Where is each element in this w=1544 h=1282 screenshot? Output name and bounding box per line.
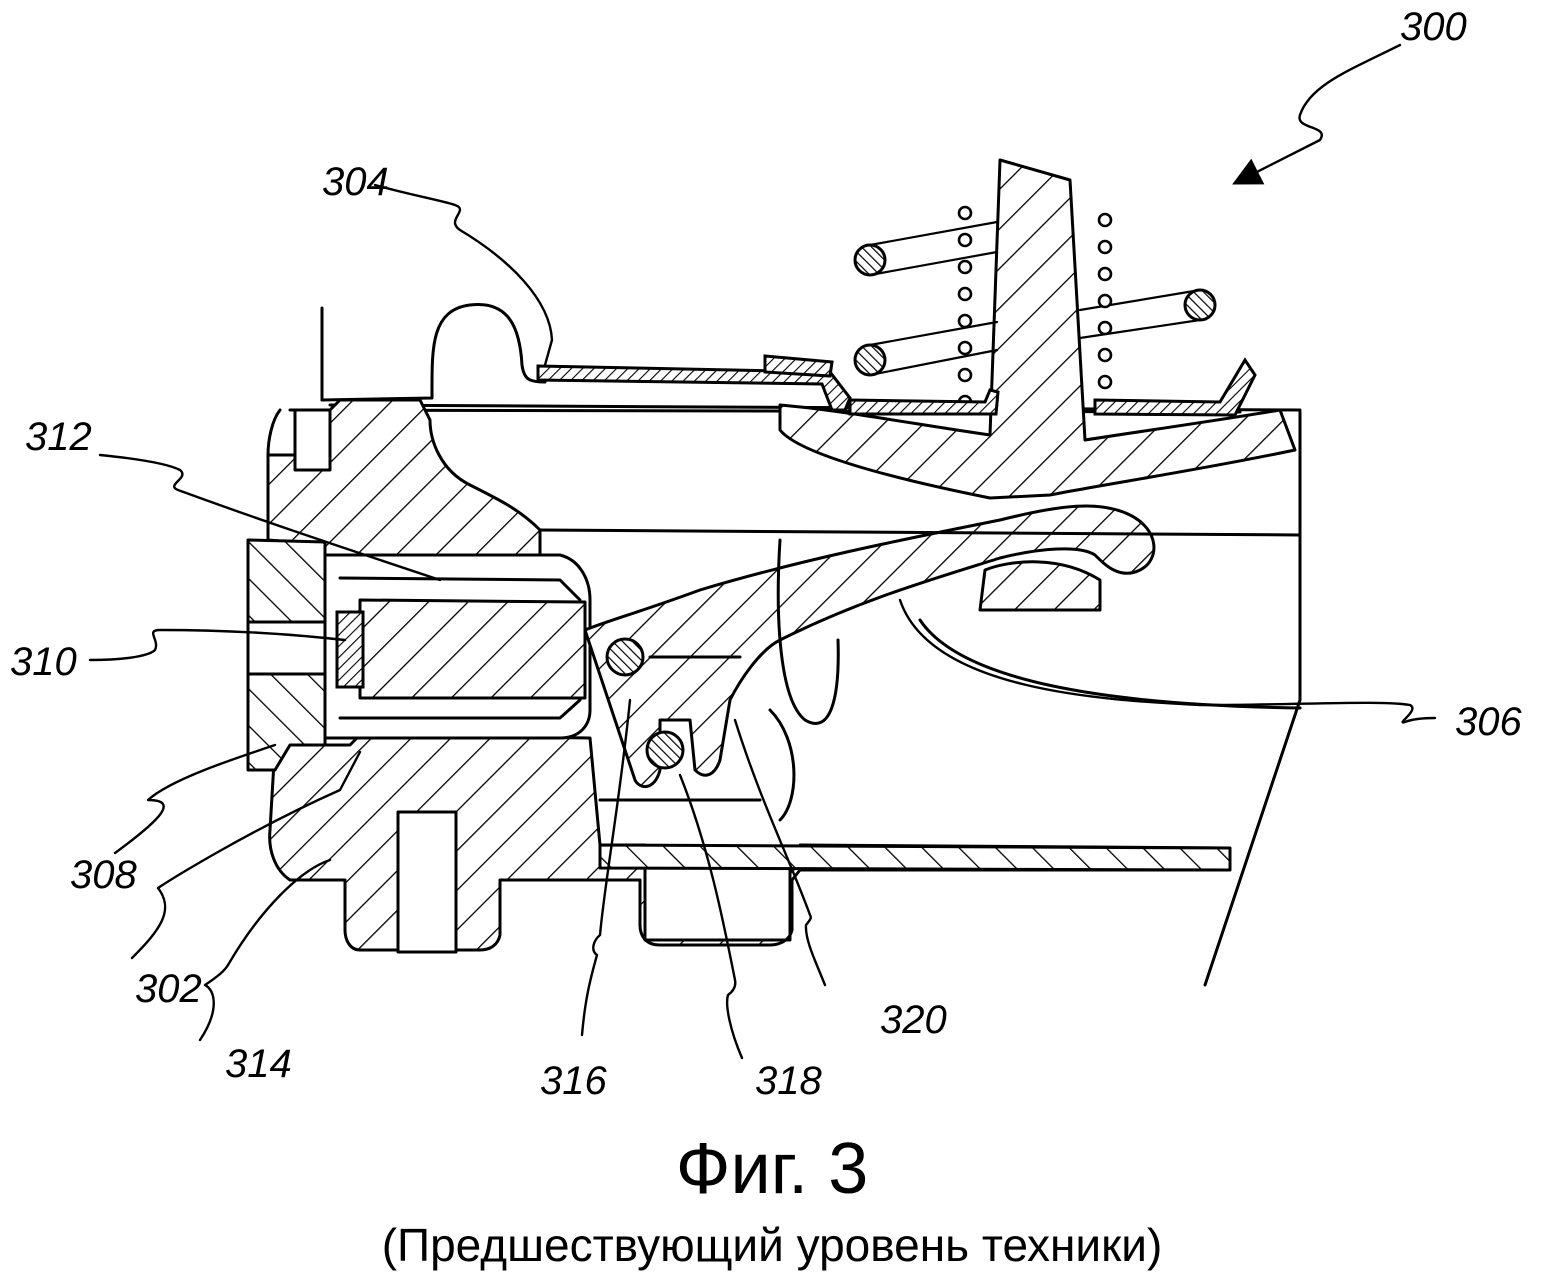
ref-300: 300 [1400, 5, 1467, 49]
ref-318: 318 [755, 1059, 822, 1103]
right-plate [1095, 360, 1255, 415]
lower-slot [398, 812, 456, 952]
upper-arm [780, 160, 1295, 498]
lower-rail [600, 845, 1230, 870]
ref-320: 320 [880, 998, 947, 1042]
ref-302: 302 [135, 967, 202, 1011]
piston [360, 600, 585, 698]
seal [337, 612, 363, 687]
housing-left-notch [295, 410, 330, 470]
cam-block [980, 562, 1100, 610]
figure-subtitle: (Предшествующий уровень техники) [0, 1218, 1544, 1272]
plug-bore [248, 622, 333, 674]
ref-306: 306 [1455, 700, 1522, 744]
ref-308: 308 [70, 853, 137, 897]
ref-314: 314 [225, 1042, 292, 1086]
pivot-pin-upper [607, 639, 643, 675]
figure-title: Фиг. 3 [0, 1128, 1544, 1210]
pivot-pin-lower [647, 732, 683, 768]
ref-312: 312 [25, 415, 92, 459]
spring-plate-tab [765, 356, 832, 376]
left-plate [850, 390, 998, 414]
ref-316: 316 [540, 1059, 607, 1103]
ref-310: 310 [10, 640, 77, 684]
ref-304: 304 [322, 160, 389, 204]
reference-numerals: 300 304 312 310 306 308 302 314 316 318 … [10, 5, 1522, 1103]
